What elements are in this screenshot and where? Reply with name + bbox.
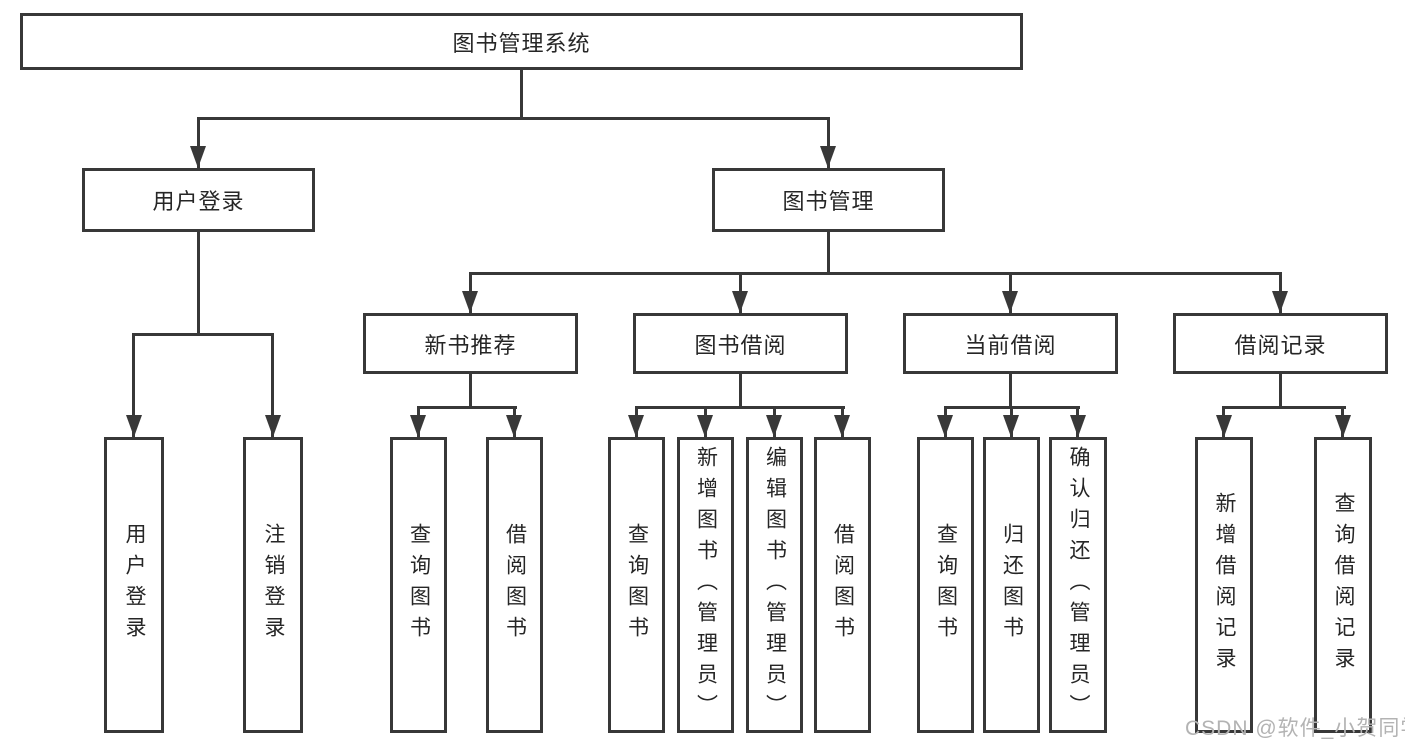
node-label: 借阅记录: [1234, 332, 1327, 358]
leaf-label: 确认归还（管理员）: [1067, 445, 1090, 725]
arrowhead-icon: [462, 291, 478, 313]
leaf-label: 注销登录: [262, 523, 285, 647]
arrowhead-icon: [1070, 415, 1086, 437]
connector-root-bar: [197, 117, 830, 120]
arrowhead-icon: [506, 415, 522, 437]
leaf-label: 查询借阅记录: [1332, 492, 1355, 678]
node-label: 用户登录: [152, 189, 245, 214]
arrowhead-icon: [1272, 291, 1288, 313]
node-book-management: 图书管理: [712, 168, 945, 232]
watermark: CSDN @软件_小贺同学: [1185, 717, 1405, 740]
arrowhead-icon: [190, 146, 206, 168]
arrowhead-icon: [410, 415, 426, 437]
leaf-edit-books-admin: 编辑图书（管理员）: [746, 437, 803, 733]
connector-userlogin-drop-2: [271, 333, 274, 437]
leaf-label: 用户登录: [123, 523, 146, 647]
leaf-user-login: 用户登录: [104, 437, 164, 733]
leaf-add-borrow-record: 新增借阅记录: [1195, 437, 1253, 733]
leaf-query-books-borrowing: 查询图书: [608, 437, 665, 733]
leaf-label: 编辑图书（管理员）: [763, 445, 787, 725]
connector-bookmgmt-stem: [827, 232, 830, 274]
leaf-label: 查询图书: [407, 523, 431, 647]
connector-borrowing-bar: [635, 406, 845, 409]
arrowhead-icon: [697, 415, 713, 437]
arrowhead-icon: [1216, 415, 1232, 437]
connector-newbook-bar: [417, 406, 517, 409]
leaf-query-books-current: 查询图书: [917, 437, 974, 733]
leaf-label: 新增图书（管理员）: [694, 445, 718, 725]
leaf-label: 查询图书: [625, 523, 649, 647]
arrowhead-icon: [1003, 415, 1019, 437]
leaf-query-borrow-record: 查询借阅记录: [1314, 437, 1372, 733]
arrowhead-icon: [834, 415, 850, 437]
node-current-borrowing: 当前借阅: [903, 313, 1118, 374]
leaf-query-books-recommend: 查询图书: [390, 437, 447, 733]
connector-userlogin-drop-1: [132, 333, 135, 437]
arrowhead-icon: [937, 415, 953, 437]
arrowhead-icon: [766, 415, 782, 437]
connector-root-drop-left: [197, 117, 200, 168]
arrowhead-icon: [126, 415, 142, 437]
arrowhead-icon: [628, 415, 644, 437]
connector-userlogin-stem: [197, 232, 200, 335]
connector-bookmgmt-bar: [469, 272, 1282, 275]
connector-borrowing-stem: [739, 374, 742, 408]
node-new-book-recommendation: 新书推荐: [363, 313, 578, 374]
node-label: 图书管理: [782, 189, 875, 214]
connector-current-stem: [1009, 374, 1012, 408]
arrowhead-icon: [1335, 415, 1351, 437]
node-user-login: 用户登录: [82, 168, 315, 232]
node-library-system: 图书管理系统: [20, 13, 1023, 70]
connector-records-bar: [1222, 406, 1346, 409]
leaf-logout: 注销登录: [243, 437, 303, 733]
connector-root-drop-right: [827, 117, 830, 168]
connector-userlogin-bar: [132, 333, 274, 336]
node-label: 图书管理系统: [452, 30, 591, 56]
leaf-label: 查询图书: [934, 523, 958, 647]
leaf-borrow-books-borrowing: 借阅图书: [814, 437, 871, 733]
leaf-label: 借阅图书: [503, 523, 527, 647]
connector-records-stem: [1279, 374, 1282, 408]
leaf-confirm-return-admin: 确认归还（管理员）: [1049, 437, 1107, 733]
node-book-borrowing: 图书借阅: [633, 313, 848, 374]
leaf-label: 归还图书: [1000, 523, 1024, 647]
leaf-label: 借阅图书: [831, 523, 855, 647]
node-label: 当前借阅: [964, 332, 1057, 358]
arrowhead-icon: [732, 291, 748, 313]
leaf-return-books: 归还图书: [983, 437, 1040, 733]
connector-root-stem: [520, 70, 523, 120]
leaf-borrow-books-recommend: 借阅图书: [486, 437, 543, 733]
arrowhead-icon: [265, 415, 281, 437]
leaf-label: 新增借阅记录: [1213, 492, 1236, 678]
node-borrowing-records: 借阅记录: [1173, 313, 1388, 374]
connector-newbook-stem: [469, 374, 472, 408]
arrowhead-icon: [820, 146, 836, 168]
node-label: 图书借阅: [694, 332, 787, 358]
arrowhead-icon: [1002, 291, 1018, 313]
leaf-add-books-admin: 新增图书（管理员）: [677, 437, 734, 733]
node-label: 新书推荐: [424, 332, 517, 358]
